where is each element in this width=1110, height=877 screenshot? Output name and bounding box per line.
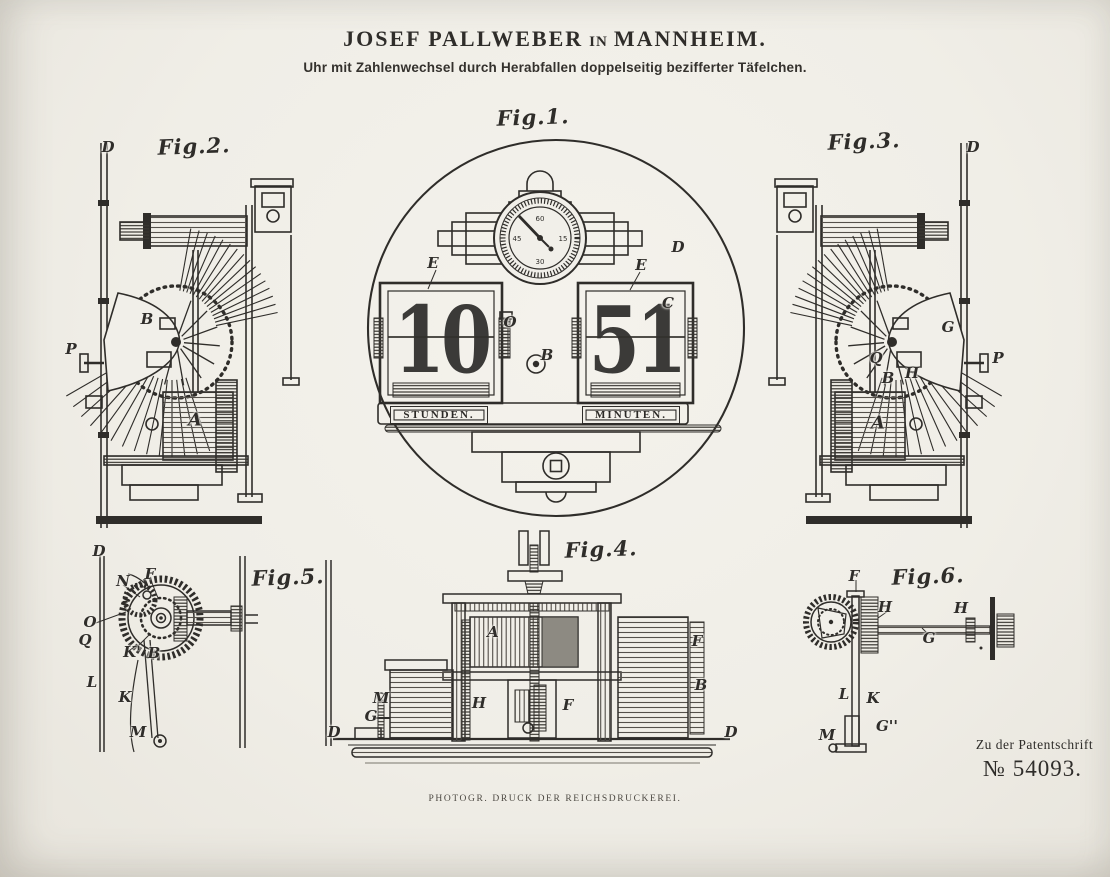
hours-split-line [388,336,494,338]
part-label: M [129,723,147,741]
hours-digits: 10 [393,286,492,394]
part-label: D [724,723,738,741]
title-connector: in [589,34,608,50]
setting-arbor [501,317,511,359]
patent-caption: Zu der Patentschrift [975,737,1094,752]
part-label: G [364,707,378,725]
part-label: H [471,694,487,712]
part-label: M [372,689,390,707]
part-label: C [662,294,674,312]
minutes-unit-plate: MINUTEN. [582,406,680,424]
part-label: H [953,599,969,617]
winding-hole [542,452,570,480]
dial-numeral-30: 30 [536,258,545,266]
part-label: P [992,349,1004,367]
part-label: L [838,685,850,703]
fig6-detail-drawing [803,580,1015,753]
part-label: K [866,689,880,707]
part-label: D [92,542,106,560]
part-label: Q [78,631,92,649]
part-label: H [904,364,920,382]
part-label: F [144,565,156,583]
clock-case-circle [366,138,746,518]
part-label: B [140,310,154,328]
part-label: B [881,369,895,387]
part-label: F [691,632,703,650]
hours-unit-plate: STUNDEN. [390,406,488,424]
seconds-dial: 60 15 30 45 [493,191,587,285]
dial-numeral-45: 45 [513,235,522,243]
part-label: M [818,726,836,744]
dial-numeral-60: 60 [536,215,545,223]
fig1-clock-face-drawing: 60 15 30 45 [366,138,746,518]
fig5-label: Fig.5. [251,563,325,591]
fig3-label: Fig.3. [827,127,901,155]
patent-number: № 54093. [983,756,1082,781]
fig2-label: Fig.2. [157,132,231,160]
part-label: D [966,138,980,156]
part-label: F [562,696,574,714]
hours-unit-label: STUNDEN. [403,409,475,421]
minutes-digits: 51 [588,286,687,394]
part-label: P [65,340,77,358]
part-label: K' [123,643,141,661]
part-label: G'' [876,717,898,735]
part-label: D [327,723,341,741]
part-label: A [487,623,499,641]
inventor-name: JOSEF PALLWEBER [343,26,584,51]
part-label: L [86,673,98,691]
part-label: E [635,256,647,274]
part-label: O [503,313,517,331]
part-label: F [848,567,860,585]
fig4-label: Fig.4. [564,535,638,563]
part-label: E [427,254,439,272]
fig5-detail-drawing [92,556,332,753]
part-label: D [671,238,685,256]
sheet-title: JOSEF PALLWEBER in MANNHEIM. [0,26,1110,52]
part-label: G [941,318,955,336]
part-label: B [147,644,161,662]
part-label: A [871,412,885,434]
seconds-arbor [526,354,546,374]
invention-subtitle: Uhr mit Zahlenwechsel durch Herabfallen … [303,60,807,75]
minutes-unit-label: MINUTEN. [595,409,667,421]
part-label: Q [869,349,883,367]
part-label: N [116,572,130,590]
seconds-hand [517,215,542,239]
part-label: G [922,629,936,647]
fig6-label: Fig.6. [891,562,965,590]
part-label: H [877,598,893,616]
print-credit: PHOTOGR. DRUCK DER REICHSDRUCKEREI. [428,794,682,804]
fig4-section-drawing [333,530,730,764]
fig1-label: Fig.1. [496,103,570,131]
part-label: A [188,409,202,431]
dial-numeral-15: 15 [559,235,568,243]
fig3-mechanism-drawing [767,141,1004,530]
pediment [471,431,641,503]
part-label: B [540,346,554,364]
part-label: B [694,676,708,694]
inventor-city: MANNHEIM. [613,26,767,51]
part-label: O [83,613,97,631]
part-label: K [118,688,132,706]
part-label: D [101,138,115,156]
minutes-split-line [586,336,685,338]
fig2-mechanism-drawing [66,143,300,528]
minutes-window [571,281,698,405]
